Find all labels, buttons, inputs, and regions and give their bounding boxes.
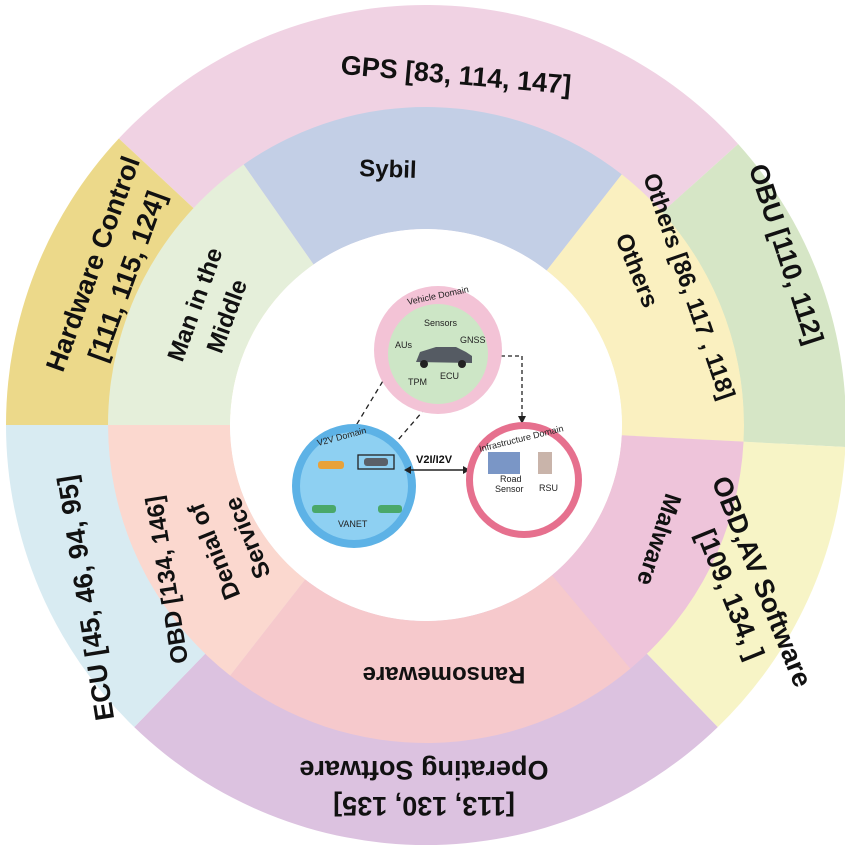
- outer-label-operating-software: [113, 130, 135] Operating Software: [299, 755, 548, 821]
- inner-segment-dos: [108, 425, 306, 676]
- inner-segment-mitm: [108, 164, 314, 425]
- inner-segment-others-inner: [546, 174, 744, 442]
- inner-label-sybil: Sybil: [359, 155, 417, 184]
- road-sensor-icon: [488, 452, 520, 474]
- rsu-icon: [538, 452, 552, 474]
- inner-segment-sybil: [243, 106, 622, 271]
- road-sensor-label-2: Sensor: [495, 484, 524, 494]
- ring-segments: [5, 5, 845, 846]
- gnss-label: GNSS: [460, 335, 486, 345]
- inner-segment-others-refs: [662, 187, 781, 444]
- sensors-label: Sensors: [424, 318, 458, 328]
- aus-label: AUs: [395, 340, 413, 350]
- road-sensor-label-1: Road: [500, 474, 522, 484]
- vanet-label: VANET: [338, 519, 368, 529]
- rsu-label: RSU: [539, 483, 558, 493]
- outer-label-operating-software-line: Operating Software: [299, 755, 548, 785]
- vehicle-icon-grey: [364, 458, 388, 466]
- inner-segment-ransomeware: [230, 575, 631, 743]
- vehicle-icon-orange: [318, 461, 344, 469]
- arrow-head-icon: [404, 466, 411, 474]
- inner-label-sybil-line: Sybil: [359, 155, 417, 184]
- inner-label-ransomeware: Ransomeware: [363, 661, 526, 688]
- inner-segment-malware: [551, 435, 744, 669]
- car-icon: [416, 347, 472, 368]
- arrow-head-icon: [518, 416, 526, 424]
- vehicle-icon-green-left: [312, 505, 336, 513]
- inner-segment-obd-refs: [71, 425, 206, 681]
- inner-label-ransomeware-line: Ransomeware: [363, 661, 526, 688]
- arrow-head-icon: [463, 466, 470, 474]
- tpm-label: TPM: [408, 377, 427, 387]
- outer-label-operating-software-line: [113, 130, 135]: [333, 791, 515, 821]
- ecu-label: ECU: [440, 371, 459, 381]
- vehicle-icon-green-right: [378, 505, 402, 513]
- v2i-label: V2I/I2V: [416, 454, 453, 466]
- center-network-diagram: Vehicle Domain Sensors AUs GNSS TPM ECU …: [292, 284, 582, 548]
- highlight-box: [357, 454, 395, 470]
